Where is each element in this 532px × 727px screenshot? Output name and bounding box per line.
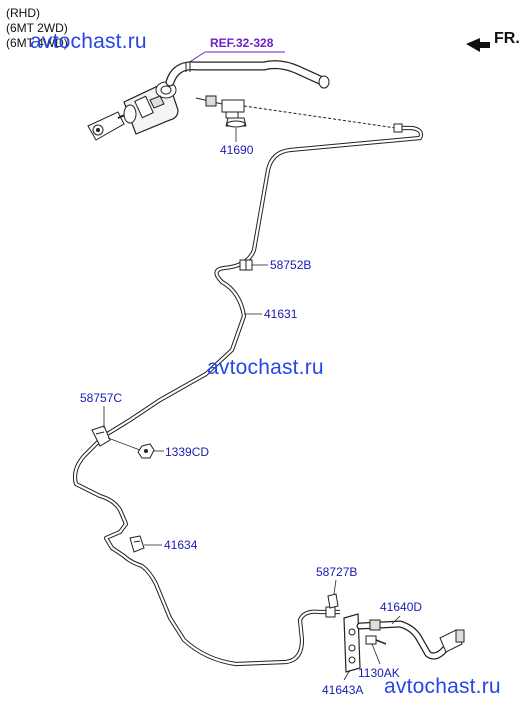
nut-1339CD xyxy=(137,443,155,459)
watermark-bottom: avtochast.ru xyxy=(384,675,501,698)
part-callout-41640D[interactable]: 41640D xyxy=(380,600,423,614)
part-callout-58757C[interactable]: 58757C xyxy=(80,391,123,405)
part-callout-41631[interactable]: 41631 xyxy=(264,307,298,321)
clip-58757C xyxy=(91,425,111,447)
clip-41634 xyxy=(129,535,145,553)
clutch-master-cylinder-assembly xyxy=(87,60,397,141)
front-direction-label: FR. xyxy=(494,30,520,47)
front-direction-arrow-icon xyxy=(466,38,490,52)
part-callout-41690[interactable]: 41690 xyxy=(220,143,254,157)
watermark-middle: avtochast.ru xyxy=(207,356,324,379)
watermark-top: avtochast.ru xyxy=(30,30,147,53)
header-line-3: (6MT 4WD) xyxy=(6,36,68,50)
clutch-hose-41640D xyxy=(356,619,465,660)
clip-58727B xyxy=(327,593,339,609)
header-line-1: (RHD) xyxy=(6,6,40,20)
bracket-41643A xyxy=(343,613,361,673)
part-callout-58752B[interactable]: 58752B xyxy=(270,258,312,272)
part-callout-41643A[interactable]: 41643A xyxy=(322,683,364,697)
part-callout-1130AK[interactable]: 1130AK xyxy=(358,666,400,680)
reference-label[interactable]: REF.32-328 xyxy=(210,36,274,50)
part-callout-1339CD[interactable]: 1339CD xyxy=(165,445,210,459)
part-callout-41634[interactable]: 41634 xyxy=(164,538,198,552)
header-line-2: (6MT 2WD) xyxy=(6,21,68,35)
clip-58752B xyxy=(239,259,253,271)
bolt-1130AK xyxy=(365,635,387,645)
part-callout-58727B[interactable]: 58727B xyxy=(316,565,358,579)
clutch-pipe-41631 xyxy=(72,123,424,667)
reference-leader xyxy=(187,51,285,64)
leader-lines xyxy=(103,128,401,681)
